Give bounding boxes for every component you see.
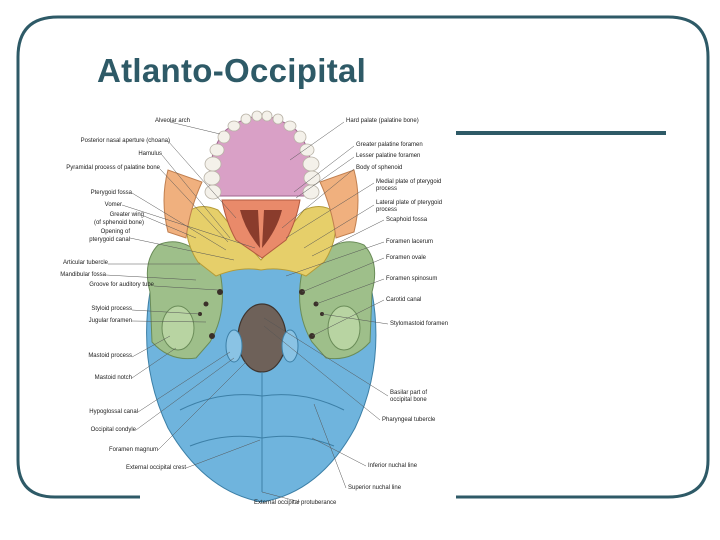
label-carotid-canal: Carotid canal (386, 297, 422, 303)
label-occipital-condyle: Occipital condyle (90, 427, 136, 433)
label-pyramidal-process: Pyramidal process of palatine bone (66, 165, 160, 171)
label-medial-plate-process: process (376, 186, 398, 192)
label-lateral-plate: Lateral plate of pterygoid (376, 200, 443, 206)
label-inferior-nuchal-line: Inferior nuchal line (368, 463, 418, 469)
label-foramen-magnum: Foramen magnum (108, 447, 158, 453)
accent-line (456, 131, 666, 135)
label-basilar-part: Basilar part of (390, 390, 428, 396)
label-external-occipital-crest: External occipital crest (125, 465, 186, 471)
label-lesser-palatine-foramen: Lesser palatine foramen (356, 153, 421, 159)
label-medial-plate: Medial plate of pterygoid (376, 179, 442, 185)
label-styloid-process: Styloid process (91, 306, 132, 312)
label-foramen-spinosum: Foramen spinosum (386, 276, 438, 282)
label-mastoid-notch: Mastoid notch (94, 375, 132, 381)
label-lateral-plate-process: process (376, 207, 398, 213)
label-stylomastoid-foramen: Stylomastoid foramen (390, 321, 449, 327)
label-articular-tubercle: Articular tubercle (62, 260, 108, 266)
label-posterior-nasal-aperture: Posterior nasal aperture (choana) (80, 138, 170, 144)
label-hypoglossal-canal: Hypoglossal canal (89, 409, 138, 415)
slide-title: Atlanto-Occipital (97, 52, 367, 89)
label-of-sphenoid-bone: (of sphenoid bone) (93, 220, 144, 226)
label-foramen-ovale: Foramen ovale (386, 255, 427, 261)
label-occipital-bone: occipital bone (390, 397, 427, 403)
label-groove-auditory-tube: Groove for auditory tube (89, 282, 154, 288)
label-jugular-foramen: Jugular foramen (88, 318, 132, 324)
skull-illustration (105, 110, 389, 503)
label-hamulus: Hamulus (138, 151, 162, 157)
label-vomer: Vomer (104, 202, 122, 208)
label-superior-nuchal-line: Superior nuchal line (348, 485, 402, 491)
label-pterygoid-canal: pterygoid canal (89, 237, 130, 243)
label-mandibular-fossa: Mandibular fossa (60, 272, 106, 278)
label-scaphoid-fossa: Scaphoid fossa (386, 217, 428, 223)
label-greater-wing: Greater wing (109, 212, 144, 218)
label-hard-palate: Hard palate (palatine bone) (346, 118, 419, 124)
label-greater-palatine-foramen: Greater palatine foramen (356, 142, 423, 148)
label-pharyngeal-tubercle: Pharyngeal tubercle (382, 417, 436, 423)
label-foramen-lacerum: Foramen lacerum (386, 239, 434, 245)
label-body-of-sphenoid: Body of sphenoid (356, 165, 403, 171)
skull-inferior-view-figure: Alveolar arch Posterior nasal aperture (… (50, 100, 470, 512)
label-alveolar-arch: Alveolar arch (154, 118, 190, 124)
label-opening-of: Opening of (100, 229, 130, 235)
label-pterygoid-fossa: Pterygoid fossa (90, 190, 132, 196)
label-mastoid-process: Mastoid process (88, 353, 132, 359)
label-external-occipital-protuberance: External occipital protuberance (254, 500, 337, 506)
